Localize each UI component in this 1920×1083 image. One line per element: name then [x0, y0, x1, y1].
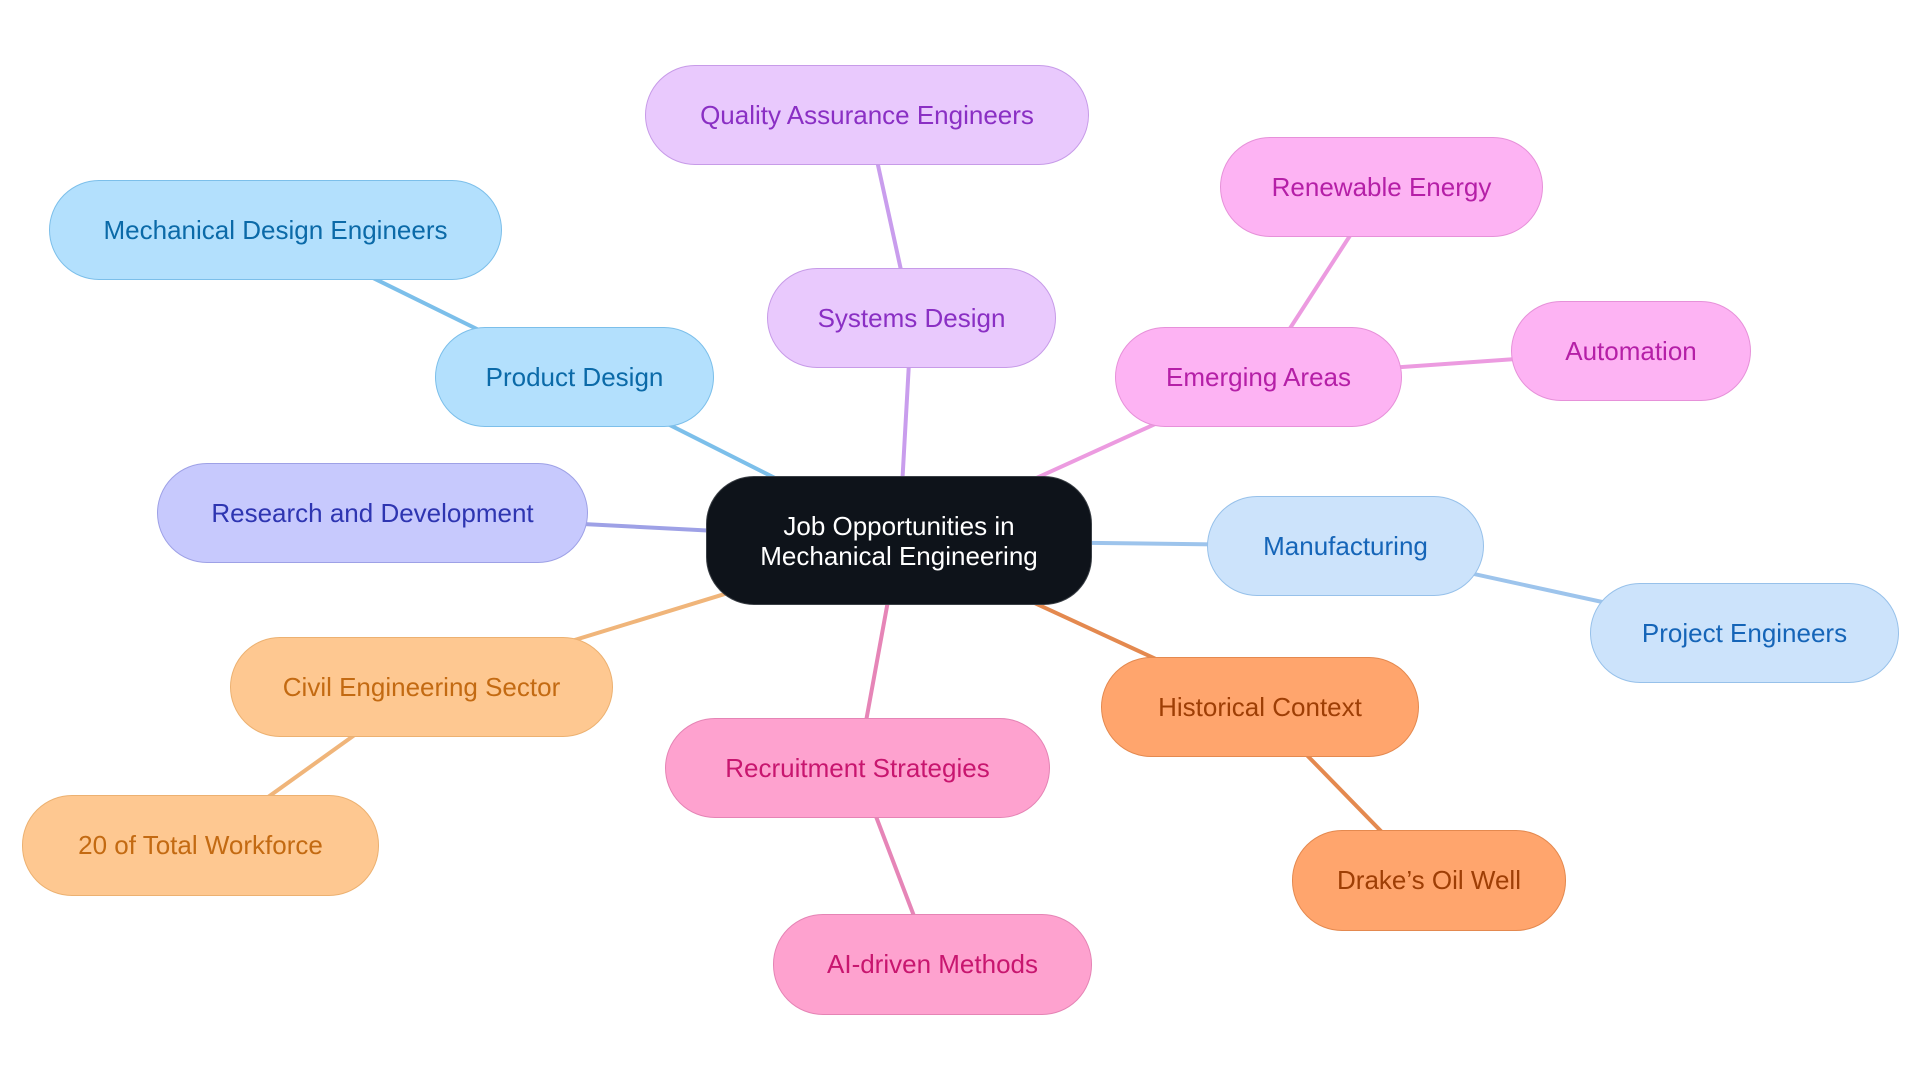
node-mechanical-design-engineers[interactable]: Mechanical Design Engineers — [49, 180, 502, 280]
node-ai-driven-methods[interactable]: AI-driven Methods — [773, 914, 1092, 1015]
node-label: Research and Development — [211, 497, 534, 528]
node-label: Systems Design — [817, 302, 1006, 333]
node-systems-design[interactable]: Systems Design — [767, 268, 1056, 368]
node-civil-engineering-sector[interactable]: Civil Engineering Sector — [230, 637, 613, 737]
node-quality-assurance-engineers[interactable]: Quality Assurance Engineers — [645, 65, 1089, 165]
node-label: 20 of Total Workforce — [78, 830, 323, 860]
node-label: Quality Assurance Engineers — [700, 99, 1034, 130]
node-label: Emerging Areas — [1166, 361, 1351, 392]
node-research-and-development[interactable]: Research and Development — [157, 463, 588, 563]
node-label: Product Design — [485, 361, 664, 392]
node-drakes-oil-well[interactable]: Drake’s Oil Well — [1292, 830, 1566, 931]
node-recruitment-strategies[interactable]: Recruitment Strategies — [665, 718, 1050, 818]
node-label: Automation — [1565, 335, 1697, 366]
node-label: Project Engineers — [1641, 617, 1848, 648]
node-project-engineers[interactable]: Project Engineers — [1590, 583, 1899, 683]
node-total-workforce[interactable]: 20 of Total Workforce — [22, 795, 379, 896]
root-node-job-opportunities[interactable]: Job Opportunities in Mechanical Engineer… — [706, 476, 1092, 605]
node-label: Renewable Energy — [1271, 171, 1492, 202]
node-renewable-energy[interactable]: Renewable Energy — [1220, 137, 1543, 237]
node-emerging-areas[interactable]: Emerging Areas — [1115, 327, 1402, 427]
node-label: Manufacturing — [1263, 530, 1428, 561]
root-label-line2: Mechanical Engineering — [760, 540, 1038, 571]
root-label-line1: Job Opportunities in — [783, 510, 1015, 541]
node-historical-context[interactable]: Historical Context — [1101, 657, 1419, 757]
node-label: AI-driven Methods — [827, 949, 1038, 979]
node-product-design[interactable]: Product Design — [435, 327, 714, 427]
node-manufacturing[interactable]: Manufacturing — [1207, 496, 1484, 596]
node-label: Civil Engineering Sector — [282, 671, 561, 702]
node-label: Recruitment Strategies — [725, 752, 990, 783]
node-label: Historical Context — [1158, 691, 1362, 722]
node-label: Mechanical Design Engineers — [103, 214, 448, 245]
node-automation[interactable]: Automation — [1511, 301, 1751, 401]
node-label: Drake’s Oil Well — [1337, 865, 1521, 895]
